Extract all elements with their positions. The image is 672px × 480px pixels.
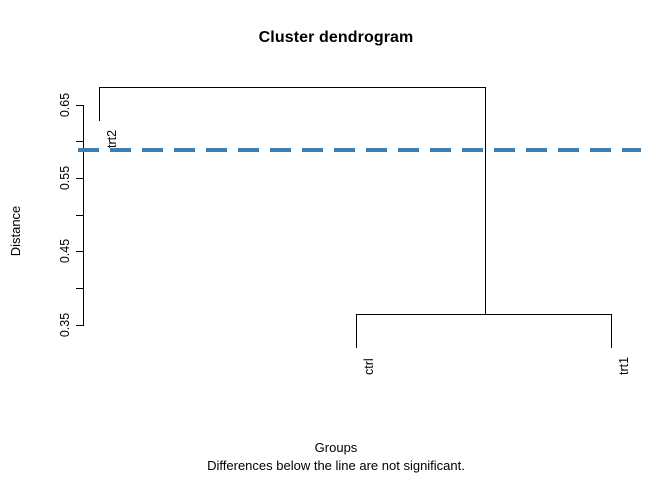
y-axis-tick-0.65 bbox=[76, 105, 83, 106]
dendrogram-root-link bbox=[99, 87, 486, 88]
y-axis-tick-0.45 bbox=[76, 251, 83, 252]
y-axis-tick-label-3: 0.35 bbox=[58, 312, 72, 338]
y-axis-tick-label-0: 0.65 bbox=[58, 92, 72, 118]
y-axis-line bbox=[83, 105, 84, 326]
y-axis-tick-0.40 bbox=[76, 288, 83, 289]
y-axis-tick-0.60 bbox=[76, 141, 83, 142]
y-axis-tick-0.55 bbox=[76, 178, 83, 179]
x-axis-subtitle: Differences below the line are not signi… bbox=[207, 458, 465, 473]
y-axis-tick-label-2: 0.45 bbox=[58, 238, 72, 264]
y-axis-title: Distance bbox=[8, 205, 23, 257]
chart-title: Cluster dendrogram bbox=[258, 29, 414, 46]
dendrogram-leaf-stem-ctrl bbox=[356, 314, 357, 348]
y-axis-tick-0.35 bbox=[76, 325, 83, 326]
dendrogram-inner-link bbox=[356, 314, 612, 315]
leaf-label-trt2: trt2 bbox=[105, 129, 119, 148]
x-axis-title: Groups bbox=[314, 440, 358, 455]
dendrogram-leaf-stem-trt1 bbox=[611, 314, 612, 348]
leaf-label-ctrl: ctrl bbox=[362, 358, 376, 375]
y-axis-tick-label-1: 0.55 bbox=[58, 165, 72, 191]
significance-threshold-line bbox=[78, 148, 641, 152]
dendrogram-inner-stem bbox=[485, 87, 486, 315]
dendrogram-leaf-stem-trt2 bbox=[99, 87, 100, 121]
y-axis-tick-0.50 bbox=[76, 215, 83, 216]
leaf-label-trt1: trt1 bbox=[617, 356, 631, 375]
